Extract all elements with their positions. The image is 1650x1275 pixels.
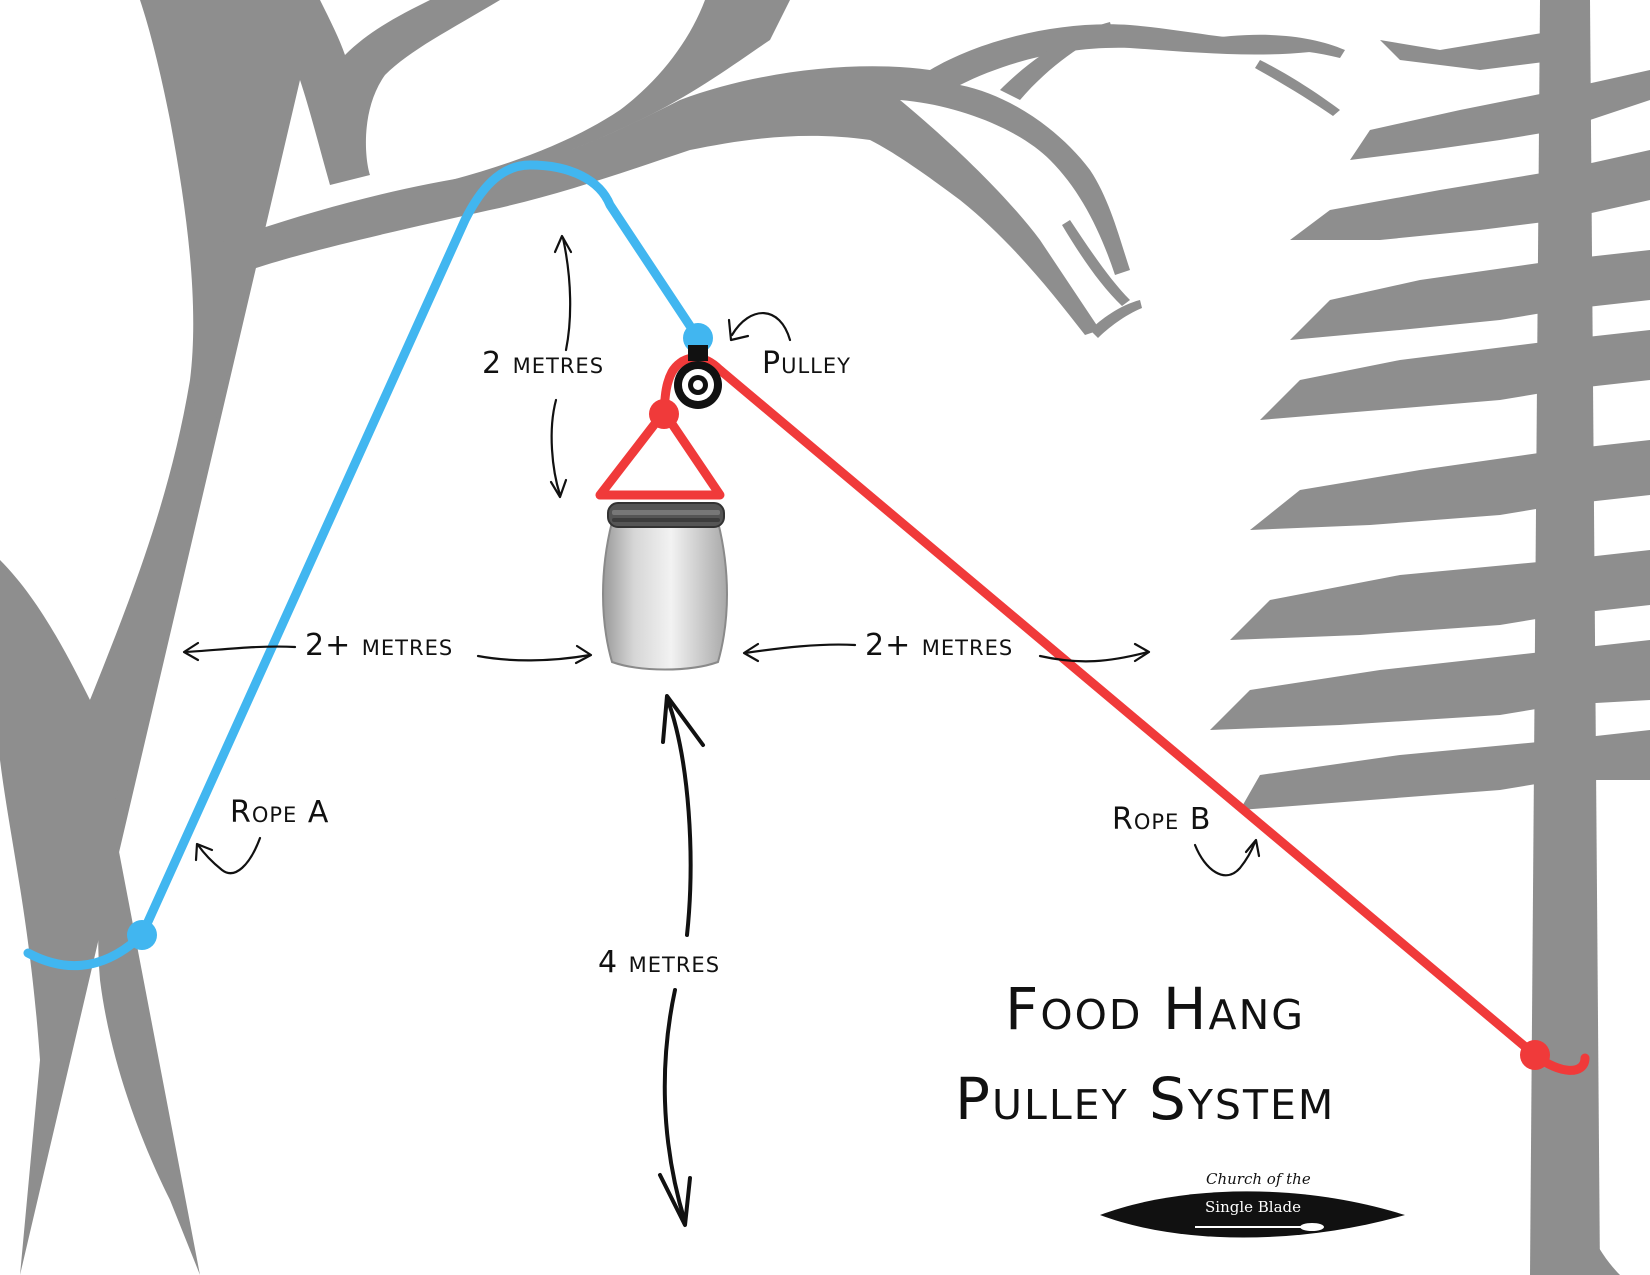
- rope-a: [23, 160, 703, 971]
- label-two-metres: 2 metres: [482, 346, 605, 381]
- title-line-2: Pulley System: [955, 1065, 1336, 1133]
- label-four-metres: 4 metres: [598, 945, 721, 980]
- deciduous-tree: [0, 0, 1345, 1275]
- logo-text-top: Church of the: [1206, 1170, 1311, 1188]
- food-canister-icon: [602, 502, 728, 671]
- rope-b-anchor-knot: [1520, 1040, 1550, 1070]
- four-metres-arrow: [658, 694, 705, 1227]
- label-pulley: Pulley: [762, 346, 851, 381]
- rope-a-anchor-knot: [127, 920, 157, 950]
- conifer-tree: [1210, 0, 1650, 1275]
- logo-kayak-icon: [1100, 1191, 1405, 1238]
- dimension-arrows: [182, 234, 1261, 877]
- title-line-1: Food Hang: [1005, 975, 1306, 1043]
- label-two-plus-left: 2+ metres: [305, 628, 454, 663]
- logo-text-bottom: Single Blade: [1205, 1198, 1302, 1216]
- label-rope-a: Rope A: [230, 795, 330, 830]
- label-two-plus-right: 2+ metres: [865, 628, 1014, 663]
- pulley-icon: [674, 345, 722, 409]
- rope-b-bag-knot: [649, 399, 679, 429]
- label-rope-b: Rope B: [1112, 802, 1212, 837]
